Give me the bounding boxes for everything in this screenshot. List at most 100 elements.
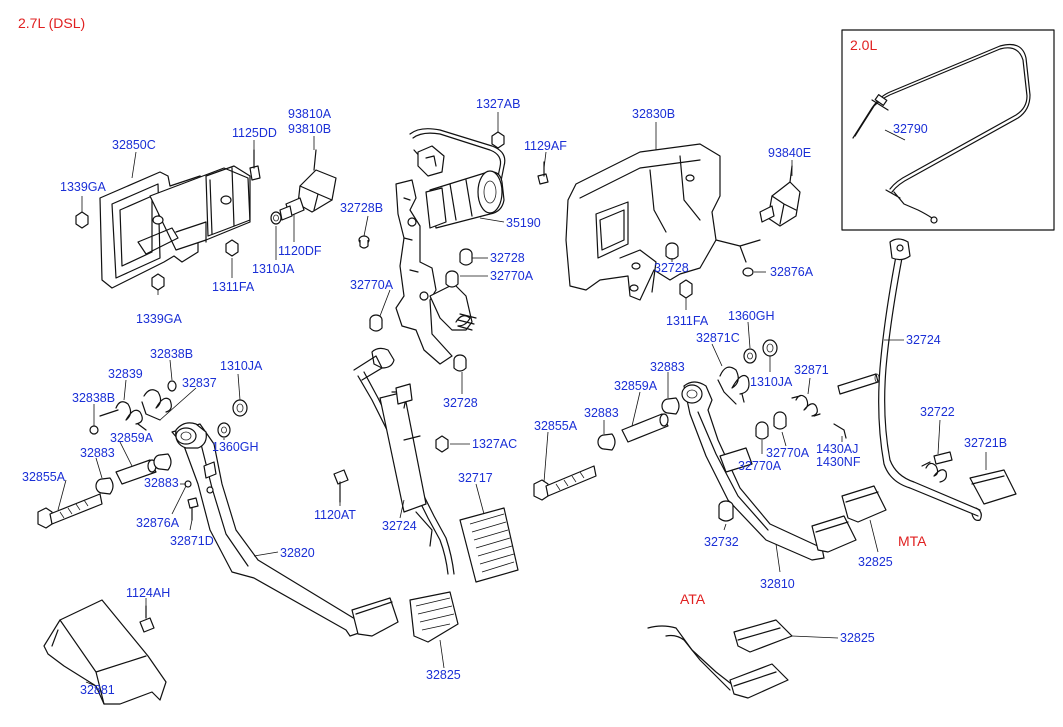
label-1311fa-left: 1311FA [212, 280, 255, 294]
label-1310ja-c: 1310JA [750, 375, 793, 389]
label-32728-c: 32728 [654, 261, 689, 275]
label-1129af: 1129AF [524, 139, 567, 153]
label-1120df: 1120DF [278, 244, 322, 258]
label-32859a-right: 32859A [614, 379, 658, 393]
pin-32871d [187, 497, 199, 509]
brake-pad-mta-b [841, 485, 887, 523]
bolt-32855a-left [37, 507, 53, 529]
pedal-bracket-32830b [565, 143, 801, 301]
label-32721b: 32721B [964, 436, 1007, 450]
label-32825-left: 32825 [426, 668, 461, 682]
spring-32871c [717, 366, 750, 405]
label-32871: 32871 [794, 363, 829, 377]
brake-pedal-32810 [533, 339, 887, 561]
label-32855a-right: 32855A [534, 419, 578, 433]
leaders-top-right [655, 122, 793, 310]
label-32876a-right: 32876A [770, 265, 814, 279]
label-32838b-left: 32838B [72, 391, 115, 405]
engine-variant-title: 2.7L (DSL) [18, 15, 85, 31]
clutch-pedal-32820 [37, 380, 399, 637]
inset-frame [841, 29, 1055, 231]
label-35190: 35190 [506, 216, 541, 230]
washer-32838b-left [89, 425, 99, 435]
connector [417, 145, 445, 177]
pedal-bracket-32850c [75, 149, 337, 291]
label-32790: 32790 [893, 122, 928, 136]
label-32883-d: 32883 [584, 406, 619, 420]
nut-1339ga-top [75, 211, 89, 229]
label-32728b: 32728B [340, 201, 383, 215]
spring-32839 [99, 401, 147, 431]
accelerator-bracket-assembly [358, 128, 549, 372]
washer-1360gh-right [743, 348, 757, 364]
label-32825-ata: 32825 [840, 631, 875, 645]
label-1430aj: 1430AJ [816, 442, 858, 456]
bolt-1129af [537, 173, 549, 185]
label-1339ga-top: 1339GA [60, 180, 107, 194]
brake-pad-32825-left [409, 591, 459, 643]
bottom-left-parts [43, 591, 459, 705]
leaders-top-left [81, 136, 315, 295]
label-32883-b: 32883 [144, 476, 179, 490]
spring-32837 [141, 389, 172, 421]
leaders-top-middle [363, 112, 547, 394]
label-1360gh-right: 1360GH [728, 309, 775, 323]
nut-1327ab [491, 131, 505, 149]
accelerator-rod-32724-right [878, 238, 982, 521]
nut-1311fa-right [679, 279, 693, 299]
pin-rod [837, 373, 879, 395]
nut-1327ac [435, 435, 449, 453]
label-32859a-left: 32859A [110, 431, 154, 445]
nut-1311fa-left [225, 239, 239, 257]
spring-32871 [791, 394, 821, 417]
label-32837: 32837 [182, 376, 217, 390]
label-32871c: 32871C [696, 331, 740, 345]
label-32810: 32810 [760, 577, 795, 591]
nut-1310ja-left [270, 211, 282, 225]
nut-1310ja-b [232, 399, 248, 417]
pedal-pad-32721b [969, 469, 1017, 505]
mta-variant-label: MTA [898, 533, 927, 549]
label-1120at: 1120AT [314, 508, 356, 522]
nut-1310ja-c [762, 339, 778, 357]
label-32876a-left: 32876A [136, 516, 180, 530]
label-32871d: 32871D [170, 534, 214, 548]
label-32883-c: 32883 [650, 360, 685, 374]
leaders-middle-left [57, 359, 279, 557]
inset-2-0l-box: 2.0L [841, 29, 1055, 231]
label-32770a-c: 32770A [738, 459, 782, 473]
brake-pad-ata-upper [733, 619, 793, 653]
label-1311fa-right: 1311FA [666, 314, 709, 328]
label-1125dd: 1125DD [232, 126, 277, 140]
label-1310ja-b: 1310JA [220, 359, 263, 373]
label-32850c: 32850C [112, 138, 156, 152]
label-32728-a: 32728 [490, 251, 525, 265]
ata-brake-pedal [647, 619, 839, 699]
label-32830b: 32830B [632, 107, 675, 121]
accelerator-pedal-middle [333, 347, 519, 583]
stop-lamp-switch-93810 [297, 169, 337, 213]
label-32728-b: 32728 [443, 396, 478, 410]
clutch-pad [351, 597, 399, 637]
label-32855a-left: 32855A [22, 470, 66, 484]
label-1327ab: 1327AB [476, 97, 520, 111]
washer-1360gh-left [217, 422, 231, 438]
stopper-32876a-right [742, 267, 754, 277]
ata-variant-label: ATA [680, 591, 706, 607]
label-32883-a: 32883 [80, 446, 115, 460]
label-1124ah: 1124AH [126, 586, 170, 600]
label-93810a: 93810A [288, 107, 332, 121]
label-32717: 32717 [458, 471, 493, 485]
sleeve-32859a-right [621, 413, 669, 443]
leaders-right-middle [543, 321, 879, 573]
inset-variant-label: 2.0L [850, 37, 877, 53]
bolt-1120at [333, 469, 349, 485]
label-93840e: 93840E [768, 146, 811, 160]
label-32724-middle: 32724 [382, 519, 417, 533]
leaders-middle [339, 443, 485, 519]
nut-1339ga-bottom [151, 273, 165, 291]
sleeve-32859a-left [115, 459, 157, 485]
washer-32838b-top [167, 380, 177, 392]
bracket-hole [152, 215, 164, 225]
